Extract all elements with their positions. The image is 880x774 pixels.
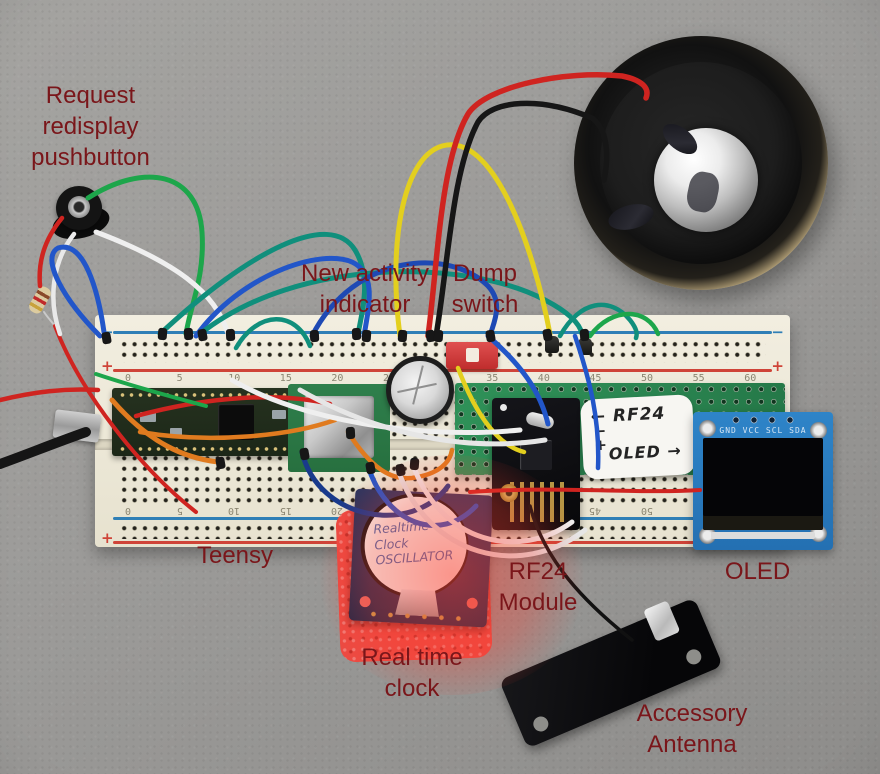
breadboard-number: 5 bbox=[176, 373, 183, 384]
breadboard-number: 0 bbox=[125, 373, 132, 384]
breadboard-number: 20 bbox=[331, 373, 344, 384]
rail-holes bbox=[119, 339, 766, 363]
screw bbox=[699, 420, 716, 437]
handwritten-note: ← RF24 − + OLED → bbox=[579, 394, 697, 480]
breadboard-number: 10 bbox=[228, 505, 241, 516]
breadboard-number: 15 bbox=[279, 505, 292, 516]
metal-shield-can bbox=[304, 396, 374, 458]
breadboard-number: 50 bbox=[641, 373, 654, 384]
breadboard-number: 60 bbox=[744, 373, 757, 384]
breadboard-number: 45 bbox=[589, 505, 602, 516]
oled-pin-labels: GND VCC SCL SDA bbox=[719, 426, 807, 435]
speaker bbox=[574, 36, 828, 290]
rail-plus-mark: + bbox=[101, 529, 114, 547]
request-redisplay-pushbutton bbox=[48, 182, 113, 245]
teensy-board bbox=[112, 388, 312, 456]
smd-component bbox=[170, 428, 182, 436]
transistor bbox=[545, 336, 559, 353]
switch-slider bbox=[466, 348, 479, 362]
rf24-module bbox=[492, 398, 580, 530]
oled-flex-cable bbox=[711, 532, 815, 539]
pcb-antenna-trace bbox=[510, 482, 568, 522]
label-antenna: Accessory Antenna bbox=[636, 700, 748, 759]
ipx-antenna-connector bbox=[500, 484, 518, 502]
oled-pins bbox=[727, 416, 799, 424]
rail-minus-mark: − bbox=[101, 323, 114, 341]
button-ring bbox=[68, 196, 90, 218]
screw bbox=[810, 422, 827, 439]
breadboard-number: 5 bbox=[176, 505, 183, 516]
label-pushbutton: Request redisplay pushbutton bbox=[31, 82, 150, 172]
breadboard-number: 10 bbox=[228, 373, 241, 384]
oled-screen bbox=[703, 438, 823, 530]
transistor bbox=[578, 338, 592, 355]
label-oled: OLED bbox=[724, 558, 791, 585]
usb-cable-plug bbox=[52, 409, 102, 443]
rail-minus-mark: − bbox=[771, 323, 784, 341]
mounting-hole bbox=[683, 647, 704, 667]
rail-plus-mark: + bbox=[771, 357, 784, 375]
rail-plus-mark: + bbox=[101, 357, 114, 375]
mounting-hole bbox=[531, 714, 551, 734]
rtc-module: Realtime Clock OSCILLATOR bbox=[348, 488, 494, 628]
mounting-hole bbox=[466, 597, 478, 610]
note-polarity-text: − + bbox=[593, 421, 608, 454]
breadboard-number: 15 bbox=[279, 373, 292, 384]
pin-pads bbox=[118, 446, 306, 452]
pin-pads bbox=[118, 392, 306, 398]
smd-component bbox=[140, 412, 156, 422]
screw bbox=[699, 527, 716, 544]
mounting-hole bbox=[359, 595, 371, 608]
radio-chip bbox=[520, 440, 552, 470]
breadboard-number: 50 bbox=[641, 505, 654, 516]
audio-module bbox=[288, 384, 390, 472]
dump-switch bbox=[446, 342, 498, 369]
note-oled-text: OLED → bbox=[608, 440, 683, 464]
crystal bbox=[524, 410, 556, 431]
label-rtc: Real time clock bbox=[361, 644, 463, 703]
marker-dot bbox=[500, 404, 507, 411]
oled-module: GND VCC SCL SDA bbox=[693, 412, 833, 550]
rail-line-blue bbox=[113, 331, 772, 334]
rtc-pins bbox=[364, 610, 470, 623]
breadboard-number: 55 bbox=[692, 373, 705, 384]
label-activity: New activity indicator bbox=[300, 260, 430, 319]
smd-component bbox=[272, 410, 286, 419]
breadboard-number: 0 bbox=[125, 505, 132, 516]
mcu-chip bbox=[218, 404, 254, 440]
label-rf24: RF24 Module bbox=[498, 558, 578, 617]
label-dump: Dump switch bbox=[451, 260, 519, 319]
label-teensy: Teensy bbox=[196, 542, 274, 569]
electrolytic-capacitor bbox=[386, 356, 454, 424]
